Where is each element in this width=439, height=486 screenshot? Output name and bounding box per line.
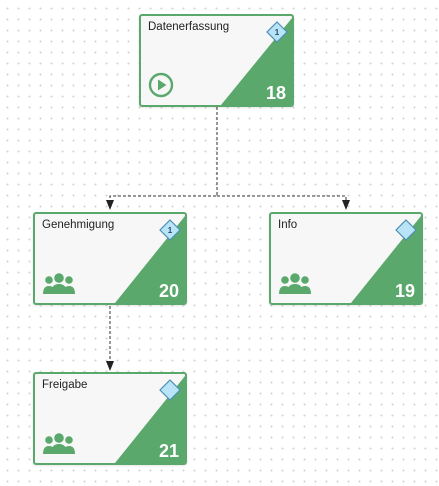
group-icon [43, 273, 75, 294]
diamond-badge-icon[interactable]: 1 [159, 219, 181, 241]
node-info[interactable]: Info 19 [269, 212, 423, 305]
diamond-badge-icon[interactable] [159, 379, 181, 401]
node-title: Freigabe [42, 379, 88, 391]
node-genehmigung[interactable]: Genehmigung 1 20 [33, 212, 187, 305]
node-freigabe[interactable]: Freigabe 21 [33, 372, 187, 465]
diamond-badge-icon[interactable] [395, 219, 417, 241]
connector-datenerfassung-info [217, 195, 350, 210]
node-number: 19 [394, 281, 415, 301]
group-icon [279, 273, 311, 294]
connector-datenerfassung-genehmigung [106, 107, 218, 210]
node-number: 21 [158, 441, 179, 461]
diamond-badge-icon[interactable]: 1 [266, 21, 288, 43]
node-number: 20 [158, 281, 179, 301]
node-title: Info [278, 219, 298, 231]
badge-count: 1 [168, 226, 173, 235]
node-title: Genehmigung [42, 219, 115, 231]
play-circle-icon[interactable] [148, 72, 174, 98]
node-number: 18 [265, 83, 286, 103]
badge-count: 1 [275, 28, 280, 37]
node-title: Datenerfassung [148, 21, 230, 33]
node-datenerfassung[interactable]: Datenerfassung 1 18 [139, 14, 294, 107]
group-icon [43, 433, 75, 454]
